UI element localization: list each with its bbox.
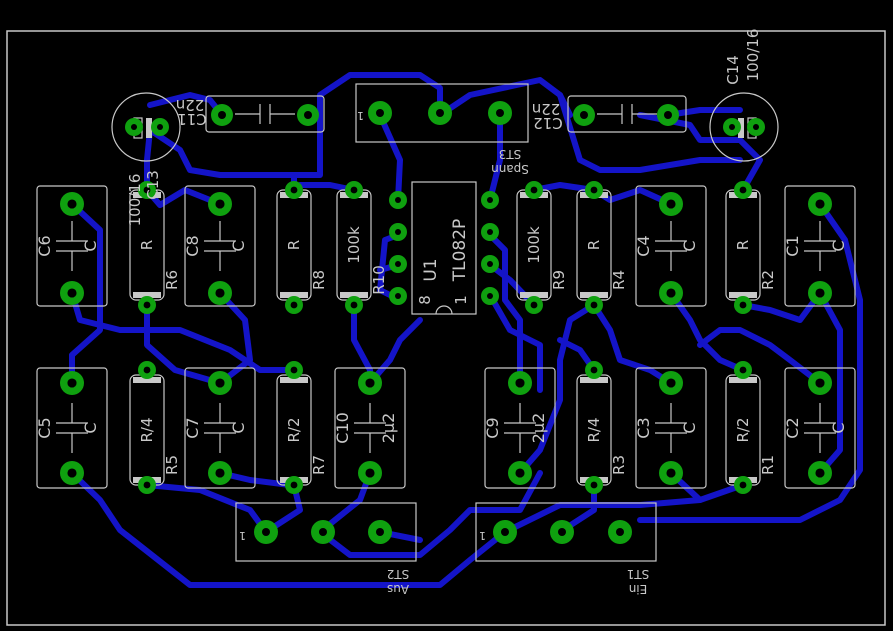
st2-ref: ST2 (387, 567, 410, 581)
capacitor-c4: C4 C (634, 185, 707, 307)
board-outline (6, 30, 886, 626)
cap-ref: C3 (634, 417, 653, 438)
res-ref: R3 (610, 455, 628, 475)
res-ref: R8 (310, 270, 328, 290)
elcap-c14: C14 100/16 (709, 29, 779, 162)
st1-pin1: 1 (479, 529, 486, 542)
res-ref: R5 (163, 455, 181, 475)
capacitor-c9: C9 2µ2 (483, 367, 556, 489)
connector-st2: 1 ST2 Aus (235, 502, 417, 596)
cap-ref: C7 (183, 417, 202, 438)
c12-val: 22n (532, 100, 561, 118)
cap-ref: C1 (783, 235, 802, 256)
resistor-r4: R R4 (576, 181, 628, 314)
st3-ref: ST3 (499, 147, 522, 161)
elcap-c13: C13 100/16 (111, 92, 181, 227)
cap-ref: C2 (783, 417, 802, 438)
resistor-r7: R/2R7 (276, 361, 328, 494)
c13-ref: C13 (144, 170, 162, 200)
c13-val: 100/16 (126, 174, 144, 227)
c11-ref: C11 (177, 110, 207, 128)
c14-val: 100/16 (744, 29, 762, 82)
st3-pin1: 1 (357, 109, 364, 122)
res-val: R/2 (734, 417, 752, 442)
st1-ref: ST1 (627, 567, 650, 581)
st3-val: Spann (491, 162, 529, 176)
cap-val: C (680, 422, 699, 433)
c14-ref: C14 (724, 55, 742, 85)
connector-st3: 1 ST3 Spann (355, 83, 529, 176)
ic-u1: U1 TL082P 8 1 (389, 181, 499, 315)
res-ref: R6 (163, 270, 181, 290)
capacitor-c10: C10 2µ2 (333, 367, 406, 489)
res-val: 100k (525, 226, 543, 264)
resistor-r6: R R6 (129, 181, 181, 314)
cap-val: C (81, 422, 100, 433)
cap-ref: C9 (483, 417, 502, 438)
capacitor-c8: C8 C (183, 185, 256, 307)
connector-st1: 1 ST1 Ein (475, 502, 657, 596)
capacitor-c2: C2 C (783, 367, 856, 489)
u1-pin8: 8 (416, 295, 434, 305)
res-ref: R4 (610, 270, 628, 290)
res-ref: R1 (759, 455, 777, 475)
cap-val: C (680, 240, 699, 251)
res-val: R (138, 240, 156, 250)
resistor-r2: R R2 (725, 181, 777, 314)
c12-ref: C12 (533, 114, 563, 132)
res-ref: R2 (759, 270, 777, 290)
capacitor-c1: C1 C (783, 185, 856, 307)
capacitor-c5: C5 C (35, 367, 108, 489)
cap-ref: C10 (333, 412, 352, 444)
capacitor-c6: C6 C (35, 185, 108, 307)
cap-val: C (229, 240, 248, 251)
res-ref: R9 (550, 270, 568, 290)
resistor-r5: R/4R5 (129, 361, 181, 494)
res-val: 100k (345, 226, 363, 264)
cap-ref: C5 (35, 417, 54, 438)
u1-ref: U1 (421, 258, 441, 281)
st2-pin1: 1 (239, 529, 246, 542)
cap-val: C (229, 422, 248, 433)
res-val: R (585, 240, 603, 250)
cap-val: C (829, 422, 848, 433)
cap-ref: C4 (634, 235, 653, 256)
resistor-r8: R R8 (276, 181, 328, 314)
res-val: R/4 (585, 417, 603, 442)
res-ref: R10 (370, 265, 388, 295)
res-val: R/4 (138, 417, 156, 442)
cap-c11: C11 22n (176, 95, 325, 133)
copper-traces (69, 72, 863, 588)
cap-val: 2µ2 (529, 413, 548, 444)
capacitor-c3: C3 C (634, 367, 707, 489)
st1-val: Ein (629, 582, 648, 596)
st2-val: Aus (387, 582, 409, 596)
cap-ref: C6 (35, 235, 54, 256)
cap-val: C (81, 240, 100, 251)
cap-ref: C8 (183, 235, 202, 256)
cap-val: C (829, 240, 848, 251)
res-ref: R7 (310, 455, 328, 475)
res-val: R (734, 240, 752, 250)
u1-pin1: 1 (452, 295, 470, 305)
cap-val: 2µ2 (379, 413, 398, 444)
capacitor-c7: C7 C (183, 367, 256, 489)
res-val: R (285, 240, 303, 250)
u1-val: TL082P (450, 219, 470, 283)
c11-val: 22n (176, 96, 205, 114)
resistor-r1: R/2R1 (725, 361, 777, 494)
res-val: R/2 (285, 417, 303, 442)
cap-c12: C12 22n (532, 95, 687, 133)
resistor-r3: R/4R3 (576, 361, 628, 494)
